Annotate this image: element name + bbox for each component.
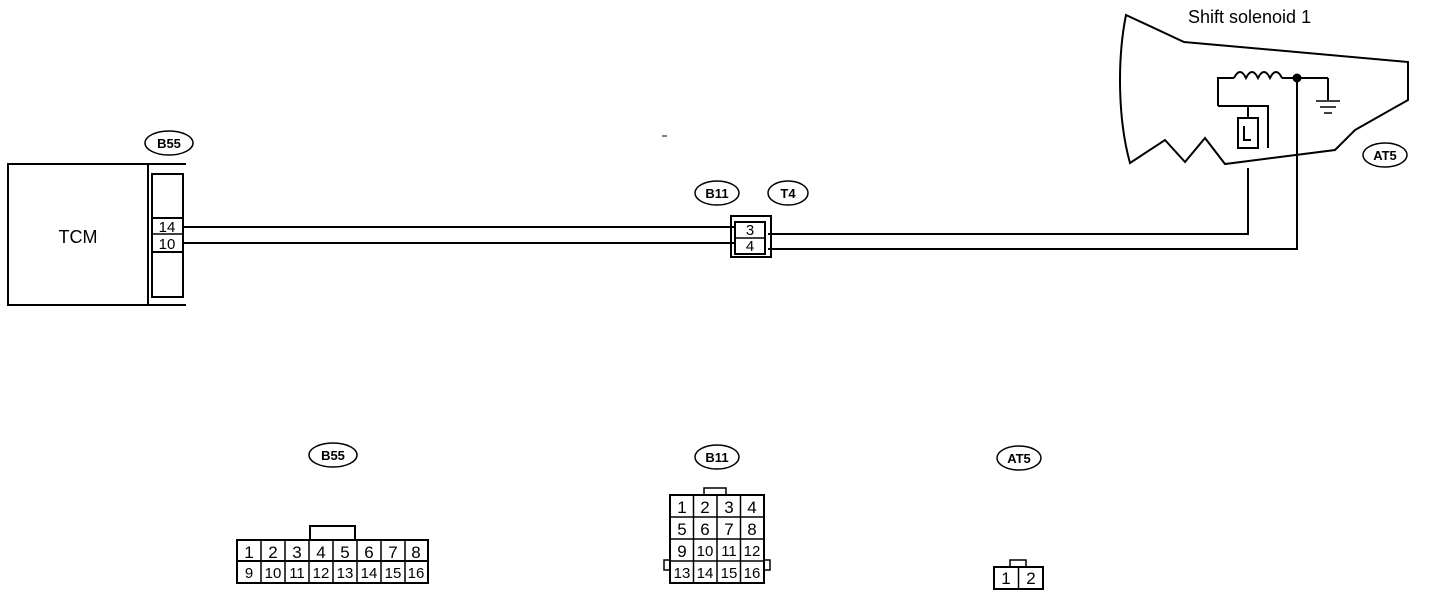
connector-at5: AT5	[1362, 142, 1408, 168]
face-b55-pin: 2	[268, 543, 277, 562]
t4-pin-label: 4	[746, 238, 754, 255]
transmission-housing: Shift solenoid 1	[1119, 7, 1409, 166]
junction-dot	[1292, 73, 1302, 83]
face-at5-pin: 2	[1026, 569, 1035, 588]
face-b55-pin: 5	[340, 543, 349, 562]
tcm-module: TCM	[7, 163, 149, 306]
face-b11-pin: 15	[721, 565, 738, 582]
face-b11-pin: 4	[747, 498, 756, 517]
face-b55-pin: 6	[364, 543, 373, 562]
face-b55-pin: 9	[245, 565, 253, 582]
face-b11-pin: 11	[721, 543, 737, 560]
face-b11-pin: 16	[744, 565, 761, 582]
face-b55-pin: 10	[265, 565, 282, 582]
face-b55-pin: 12	[313, 565, 330, 582]
face-b11-pin: 9	[677, 542, 686, 561]
t4-connector-tag: T4	[780, 186, 796, 201]
face-b11-pin: 1	[677, 498, 686, 517]
solenoid-title: Shift solenoid 1	[1188, 7, 1311, 27]
face-b55-pin: 11	[289, 565, 305, 582]
face-b11-pin: 8	[747, 520, 756, 539]
face-b11-pin: 7	[724, 520, 733, 539]
face-b11-pin: 13	[674, 565, 691, 582]
face-b11-pin: 6	[700, 520, 709, 539]
b55-connector-tag: B55	[157, 136, 181, 151]
b55-pin-label: 14	[159, 219, 176, 236]
wire-harness	[183, 78, 1298, 250]
face-b11-pin: 12	[744, 543, 761, 560]
b55-pin-label: 10	[159, 236, 176, 253]
face-b55-tag: B55	[321, 448, 345, 463]
connector-b55: 14 10 B55	[144, 130, 194, 306]
face-b11: B11 1 2 3 4 5 6 7 8 9 10 11 12 13 14	[663, 444, 771, 584]
face-b55: B55 1 2 3 4 5 6 7 8 9 10 11 12 13 14 15	[236, 442, 429, 584]
shift-solenoid-1	[1217, 71, 1329, 149]
face-at5-tag: AT5	[1007, 451, 1031, 466]
at5-connector-tag: AT5	[1373, 148, 1397, 163]
face-b55-pin: 14	[361, 565, 378, 582]
face-b55-pin: 8	[411, 543, 420, 562]
face-b11-pin: 14	[697, 565, 714, 582]
face-b11-pin: 10	[697, 543, 714, 560]
face-b55-pin: 1	[244, 543, 253, 562]
face-b55-pin: 7	[388, 543, 397, 562]
face-b11-pin: 5	[677, 520, 686, 539]
tcm-label: TCM	[59, 227, 98, 247]
face-at5-pin: 1	[1001, 569, 1010, 588]
face-b11-pin: 2	[700, 498, 709, 517]
connector-b11-t4: 3 4 B11 T4	[694, 180, 809, 258]
b11-connector-tag: B11	[705, 186, 728, 201]
t4-pin-label: 3	[746, 222, 754, 239]
face-b55-pin: 13	[337, 565, 354, 582]
face-b11-tag: B11	[705, 450, 728, 465]
face-b55-pin: 4	[316, 543, 325, 562]
face-at5: AT5 1 2	[993, 445, 1044, 590]
face-b55-pin: 3	[292, 543, 301, 562]
face-b55-pin: 15	[385, 565, 402, 582]
face-b55-pin: 16	[408, 565, 425, 582]
face-b11-pin: 3	[724, 498, 733, 517]
ground-icon	[1316, 100, 1340, 114]
